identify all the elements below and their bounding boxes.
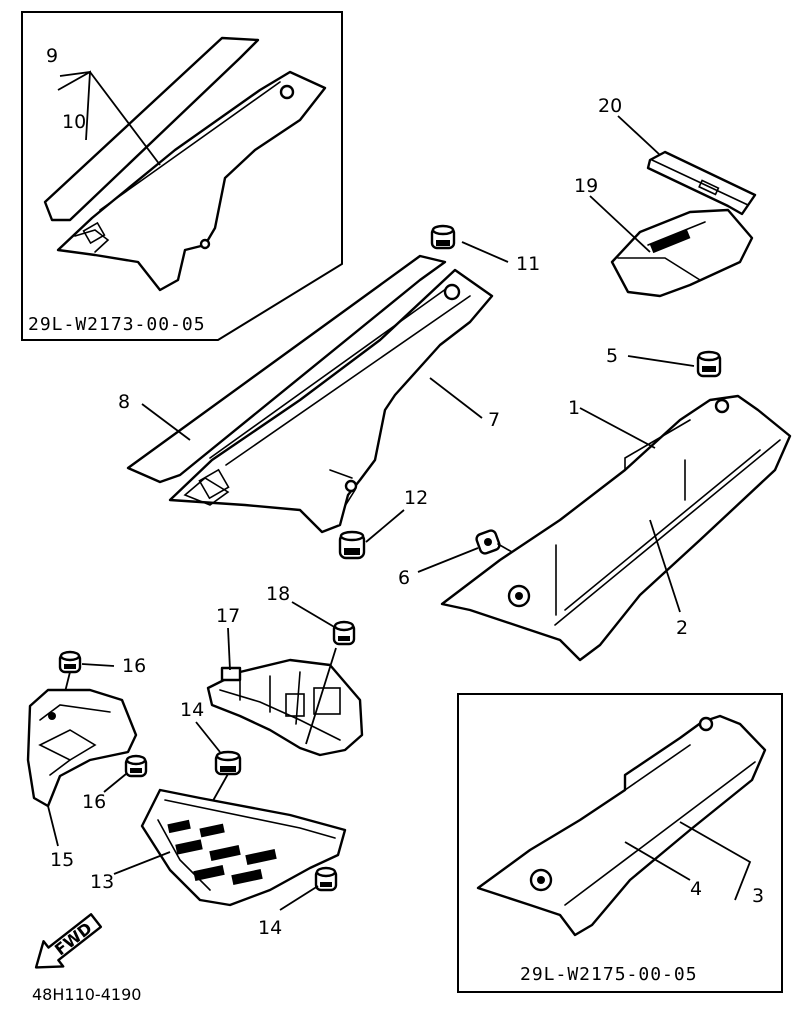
- vented-panel-13: [140, 788, 347, 907]
- side-cover-body-1: [440, 394, 792, 662]
- grommet-16-bottom: [124, 754, 148, 778]
- callout-6: 6: [398, 567, 410, 589]
- callout-18: 18: [266, 583, 290, 605]
- inset-trim-strip: [43, 36, 260, 222]
- callout-5: 5: [606, 345, 618, 367]
- trim-strip-8: [126, 254, 447, 484]
- side-cover-left: [126, 254, 494, 534]
- grommet-16-top: [58, 650, 82, 674]
- callout-16-top: 16: [122, 655, 146, 677]
- callout-19: 19: [574, 175, 598, 197]
- callout-3: 3: [752, 885, 764, 907]
- callout-20: 20: [598, 95, 622, 117]
- callout-9: 9: [46, 45, 58, 67]
- inset-side-cover-right: [476, 714, 767, 937]
- inset-side-cover-body: [56, 70, 327, 292]
- callout-13: 13: [90, 871, 114, 893]
- callout-12: 12: [404, 487, 428, 509]
- callout-15: 15: [50, 849, 74, 871]
- callout-1: 1: [568, 397, 580, 419]
- inset-code-bottom-right: 29L-W2175-00-05: [520, 964, 698, 985]
- side-cover-body-7: [168, 268, 494, 534]
- side-cover-right: [440, 394, 792, 662]
- grommet-5: [696, 350, 722, 378]
- callout-4: 4: [690, 878, 702, 900]
- bracket-15: [26, 688, 138, 808]
- grommet-18: [332, 620, 356, 646]
- tool-bag: [610, 208, 754, 298]
- fwd-arrow-icon: FWD: [34, 913, 103, 969]
- grommet-12: [338, 530, 366, 560]
- strap: [646, 150, 757, 216]
- inset-frame-bottom-right: [457, 693, 783, 993]
- callout-11: 11: [516, 253, 540, 275]
- grommet-14-top: [214, 750, 242, 776]
- callout-16-bottom: 16: [82, 791, 106, 813]
- callout-14-bottom: 14: [258, 917, 282, 939]
- callout-10: 10: [62, 111, 86, 133]
- inset-code-top-left: 29L-W2173-00-05: [28, 314, 206, 335]
- grommet-11: [430, 224, 456, 250]
- callout-2: 2: [676, 617, 688, 639]
- grommet-14-bottom: [314, 866, 338, 892]
- callout-14-top: 14: [180, 699, 204, 721]
- grommet-6: [475, 529, 513, 555]
- diagram-reference: 48H110-4190: [32, 985, 141, 1004]
- callout-17: 17: [216, 605, 240, 627]
- bracket-17: [206, 658, 364, 757]
- vent-slots: [167, 819, 277, 886]
- callout-8: 8: [118, 391, 130, 413]
- inset-frame-top-left: [21, 11, 343, 341]
- inset-side-cover-left: [43, 36, 327, 292]
- callout-7: 7: [488, 409, 500, 431]
